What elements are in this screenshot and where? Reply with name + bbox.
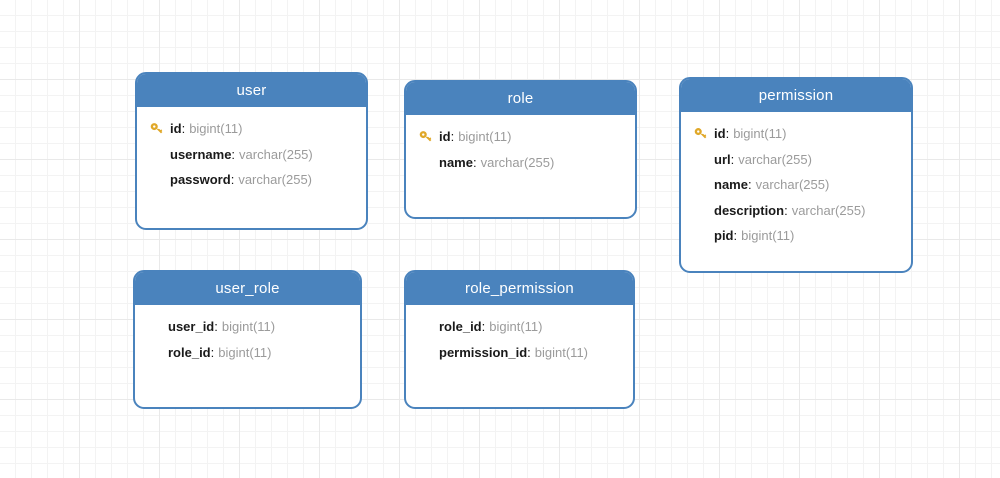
field-row[interactable]: name:varchar(255) xyxy=(681,172,911,198)
field-separator: : xyxy=(733,228,738,244)
field-separator: : xyxy=(214,319,218,335)
entity-title: role xyxy=(507,90,534,107)
entity-body-permission: id:bigint(11)url:varchar(255)name:varcha… xyxy=(681,112,911,249)
field-separator: : xyxy=(481,319,486,335)
field-type: bigint(11) xyxy=(458,129,512,145)
entity-body-role: id:bigint(11)name:varchar(255) xyxy=(406,115,635,175)
field-icon-placeholder xyxy=(147,319,168,335)
field-separator: : xyxy=(450,129,455,145)
field-separator: : xyxy=(527,344,531,360)
field-separator: : xyxy=(230,172,235,188)
field-name: username xyxy=(170,146,232,162)
field-type: bigint(11) xyxy=(489,319,543,335)
entity-header-role_permission[interactable]: role_permission xyxy=(406,272,633,305)
entity-header-user[interactable]: user xyxy=(137,74,366,107)
entity-body-user: id:bigint(11)username:varchar(255)passwo… xyxy=(137,107,366,193)
field-separator: : xyxy=(210,344,215,360)
field-row[interactable]: description:varchar(255) xyxy=(681,198,911,224)
entity-header-role[interactable]: role xyxy=(406,82,635,115)
field-row[interactable]: username:varchar(255) xyxy=(137,142,366,168)
field-name: permission_id xyxy=(439,344,528,360)
field-icon-placeholder xyxy=(149,146,170,162)
field-row[interactable]: permission_id:bigint(11) xyxy=(406,340,633,366)
field-type: bigint(11) xyxy=(733,126,787,142)
field-row[interactable]: user_id:bigint(11) xyxy=(135,314,360,340)
field-separator: : xyxy=(181,121,186,137)
entity-title: user xyxy=(236,82,267,99)
entity-title: user_role xyxy=(215,280,280,297)
entity-title: permission xyxy=(758,87,834,104)
field-type: bigint(11) xyxy=(741,228,795,244)
field-icon-placeholder xyxy=(147,344,168,360)
field-separator: : xyxy=(231,146,236,162)
field-row[interactable]: url:varchar(255) xyxy=(681,147,911,173)
field-type: varchar(255) xyxy=(239,146,313,162)
field-separator: : xyxy=(747,177,752,193)
entity-header-user_role[interactable]: user_role xyxy=(135,272,360,305)
field-row[interactable]: pid:bigint(11) xyxy=(681,223,911,249)
field-type: varchar(255) xyxy=(480,154,555,170)
entity-body-role_permission: role_id:bigint(11)permission_id:bigint(1… xyxy=(406,305,633,365)
field-separator: : xyxy=(472,154,477,170)
field-type: varchar(255) xyxy=(755,177,830,193)
field-icon-placeholder xyxy=(418,154,439,170)
field-icon-placeholder xyxy=(693,177,714,193)
field-separator: : xyxy=(725,126,730,142)
field-name: id xyxy=(714,126,726,142)
entity-header-permission[interactable]: permission xyxy=(681,79,911,112)
field-icon-placeholder xyxy=(418,344,439,360)
field-type: varchar(255) xyxy=(238,172,313,188)
field-icon-placeholder xyxy=(693,202,714,218)
field-name: role_id xyxy=(439,319,482,335)
field-separator: : xyxy=(784,202,788,218)
field-icon-placeholder xyxy=(149,172,170,188)
field-type: bigint(11) xyxy=(189,121,243,137)
field-row[interactable]: role_id:bigint(11) xyxy=(135,340,360,366)
field-type: bigint(11) xyxy=(218,344,272,360)
field-type: bigint(11) xyxy=(534,344,588,360)
field-name: pid xyxy=(714,228,734,244)
field-type: varchar(255) xyxy=(791,202,866,218)
key-icon xyxy=(149,121,170,137)
field-icon-placeholder xyxy=(693,228,714,244)
key-icon xyxy=(693,126,714,142)
entity-title: role_permission xyxy=(465,280,574,297)
field-type: varchar(255) xyxy=(738,151,812,167)
field-icon-placeholder xyxy=(418,319,439,335)
field-name: name xyxy=(439,154,473,170)
field-separator: : xyxy=(730,151,735,167)
field-name: description xyxy=(714,202,785,218)
field-type: bigint(11) xyxy=(221,319,276,335)
entity-body-user_role: user_id:bigint(11)role_id:bigint(11) xyxy=(135,305,360,365)
field-row[interactable]: name:varchar(255) xyxy=(406,150,635,176)
field-row[interactable]: id:bigint(11) xyxy=(681,121,911,147)
field-name: id xyxy=(170,121,182,137)
field-icon-placeholder xyxy=(693,151,714,167)
field-name: name xyxy=(714,177,748,193)
field-row[interactable]: password:varchar(255) xyxy=(137,167,366,193)
field-name: url xyxy=(714,151,731,167)
field-name: password xyxy=(170,172,231,188)
field-row[interactable]: id:bigint(11) xyxy=(406,124,635,150)
field-name: role_id xyxy=(168,344,211,360)
field-name: id xyxy=(439,129,451,145)
field-name: user_id xyxy=(168,319,215,335)
field-row[interactable]: role_id:bigint(11) xyxy=(406,314,633,340)
key-icon xyxy=(418,129,439,145)
field-row[interactable]: id:bigint(11) xyxy=(137,116,366,142)
